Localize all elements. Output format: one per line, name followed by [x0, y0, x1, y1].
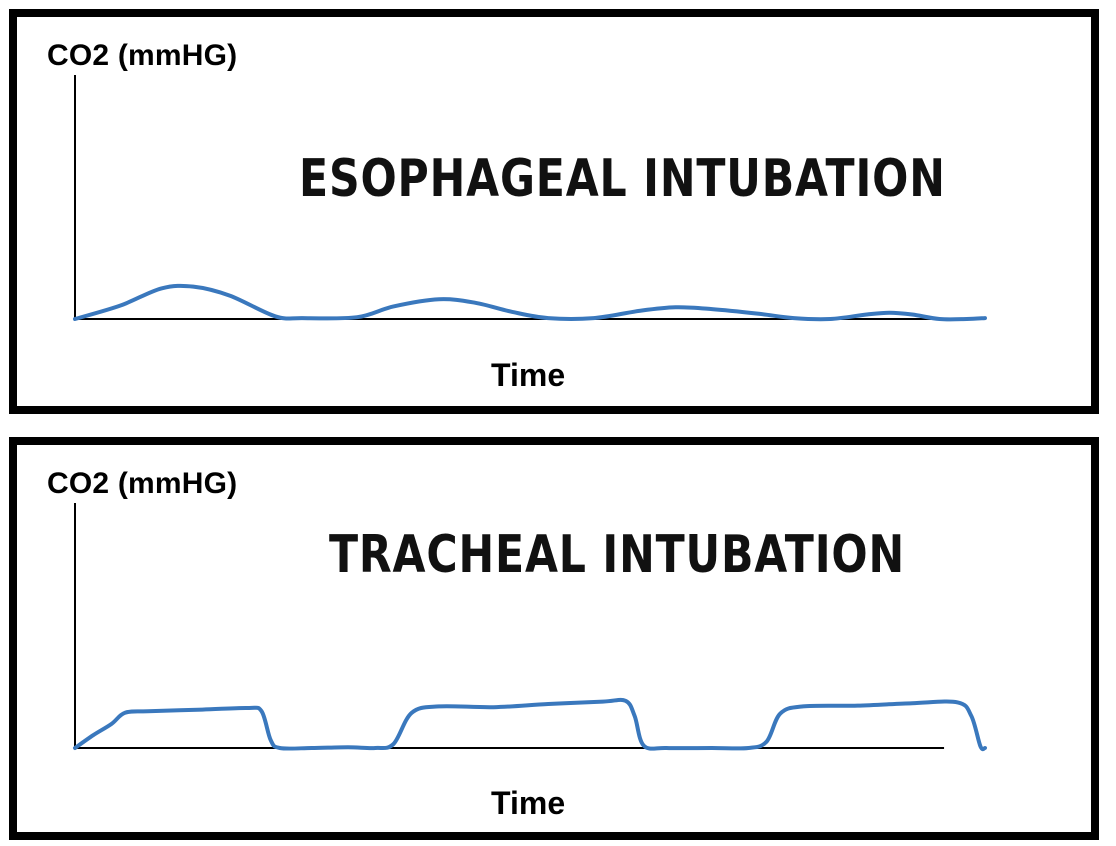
chart-title: TRACHEAL INTUBATION — [329, 525, 905, 585]
tracheal-plot — [73, 503, 987, 752]
y-axis-label: CO2 (mmHG) — [47, 467, 238, 500]
x-axis-label: Time — [491, 357, 566, 393]
x-axis-label: Time — [491, 785, 566, 821]
co2-waveform-series-line — [73, 697, 987, 752]
tracheal-chart-panel: CO2 (mmHG) TRACHEAL INTUBATION Time — [9, 437, 1099, 840]
chart-title: ESOPHAGEAL INTUBATION — [299, 149, 946, 209]
esophageal-plot — [73, 75, 987, 322]
esophageal-chart-panel: CO2 (mmHG) ESOPHAGEAL INTUBATION Time — [9, 9, 1099, 414]
y-axis-label: CO2 (mmHG) — [47, 39, 238, 72]
co2-waveform-series-line — [73, 283, 987, 322]
